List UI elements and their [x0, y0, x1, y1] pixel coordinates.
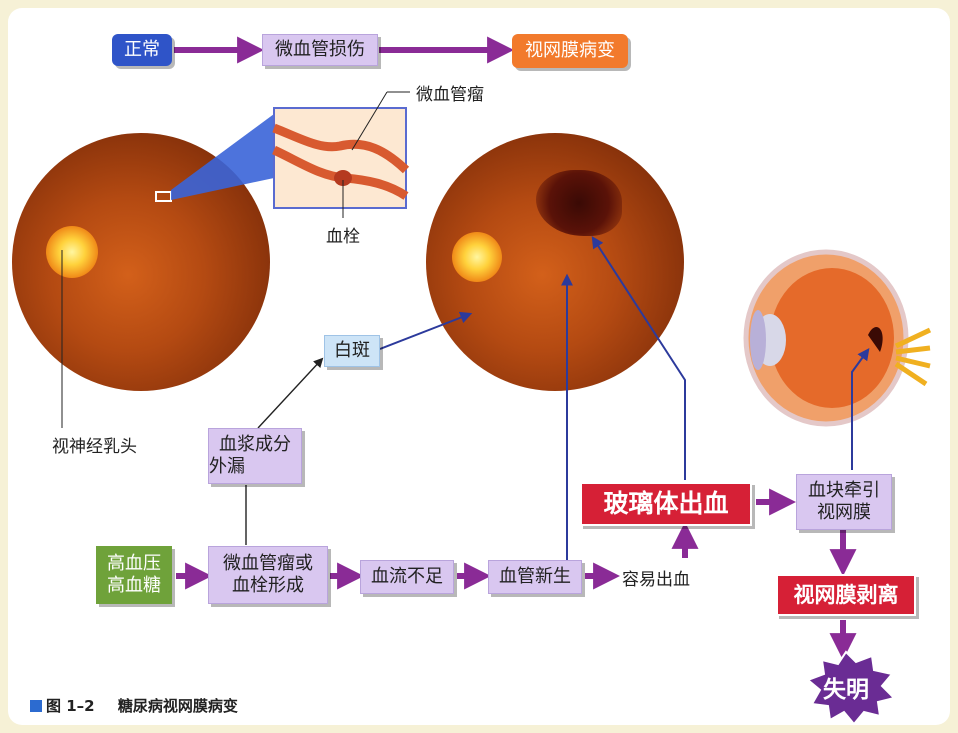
aneurysm-label: 微血管瘤 — [416, 80, 484, 105]
microvascular-damage-box: 微血管损伤 — [262, 34, 378, 66]
figure-title: 糖尿病视网膜病变 — [118, 697, 238, 715]
vitreous-hemorrhage-box: 玻璃体出血 — [580, 482, 752, 526]
normal-label: 正常 — [124, 39, 160, 62]
plasma-leak-line2: 外漏 — [209, 456, 245, 479]
clot-traction-line2: 视网膜 — [817, 502, 871, 525]
normal-box: 正常 — [112, 34, 172, 66]
low-flow-label: 血流不足 — [371, 566, 443, 589]
retinopathy-box: 视网膜病变 — [512, 34, 628, 68]
caption-square — [30, 700, 42, 712]
vitreous-hemorrhage-label: 玻璃体出血 — [603, 488, 728, 519]
easy-bleeding-label: 容易出血 — [622, 565, 690, 590]
new-vessels-box: 血管新生 — [488, 560, 582, 594]
callout-wedge — [171, 114, 274, 200]
retinal-detachment-label: 视网膜剥离 — [794, 582, 899, 608]
low-flow-box: 血流不足 — [360, 560, 454, 594]
figure-caption: 图 1–2 糖尿病视网膜病变 — [46, 695, 238, 716]
plasma-leak-line1: 血浆成分 — [219, 434, 291, 457]
clot-traction-box: 血块牵引 视网膜 — [796, 474, 892, 530]
eyeball-illustration — [746, 252, 930, 424]
white-patch-box: 白斑 — [324, 335, 380, 367]
retinal-detachment-box: 视网膜剥离 — [776, 574, 916, 616]
aneurysm-thrombus-box: 微血管瘤或 血栓形成 — [208, 546, 328, 604]
new-vessels-label: 血管新生 — [499, 566, 571, 589]
thrombus-label: 血栓 — [326, 222, 360, 247]
figure-number: 图 1–2 — [46, 697, 95, 715]
blindness-label: 失明 — [818, 670, 874, 704]
aneurysm-thrombus-line2: 血栓形成 — [232, 575, 304, 598]
cause-box: 高血压 高血糖 — [96, 546, 172, 604]
cause-line1: 高血压 — [107, 553, 161, 576]
plasma-leak-box: 血浆成分 外漏 — [208, 428, 302, 484]
retinopathy-label: 视网膜病变 — [525, 40, 615, 63]
white-patch-label: 白斑 — [334, 340, 370, 363]
microvascular-damage-label: 微血管损伤 — [275, 39, 365, 62]
optic-disc-label: 视神经乳头 — [52, 432, 137, 457]
clot-traction-line1: 血块牵引 — [808, 480, 880, 503]
cause-line2: 高血糖 — [107, 575, 161, 598]
aneurysm-thrombus-line1: 微血管瘤或 — [223, 553, 313, 576]
